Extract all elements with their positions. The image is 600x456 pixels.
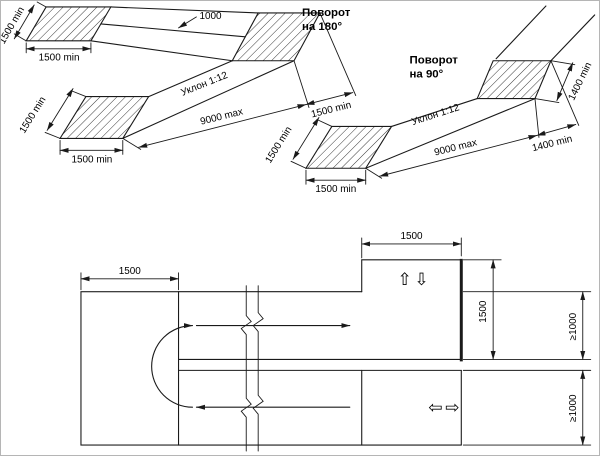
dim-landing-depth: 1500: [462, 259, 592, 360]
dim-label: 1500 min: [39, 53, 80, 64]
slope-label: Уклон 1:12: [410, 102, 461, 128]
break-lines: [240, 285, 264, 452]
u-turn-arrow: [151, 323, 194, 408]
dim-label: 1500: [400, 231, 423, 242]
dim-ramp-length-chain: 9000 max 1500 min: [122, 12, 357, 150]
figure-title-line2: на 180°: [302, 21, 343, 33]
dim-label: 1000: [199, 11, 222, 22]
turn-landing-hatched: [476, 60, 552, 100]
break-line-left: [240, 285, 252, 452]
dim-ramp-length-chain: 9000 max 1400 min: [365, 60, 580, 179]
right-arrow-icon: ⇨: [445, 398, 459, 417]
dim-label: 1500 min: [315, 184, 356, 195]
dim-label-ramp-length: 9000 max: [433, 137, 478, 158]
dim-upper-platform-width: 1500 min: [25, 42, 92, 64]
main-ramp-edges: [122, 60, 295, 139]
second-flight-edges: [90, 6, 259, 62]
figure-title-line1: Поворот: [410, 55, 459, 67]
dim-label-landing-depth: 1400 min: [531, 134, 573, 155]
dim-label: 1500: [119, 266, 142, 277]
plan-walls: [80, 258, 463, 446]
dim-label: ≥1000: [568, 312, 579, 340]
upper-landing-outline: [361, 259, 462, 293]
upper-flight-platform-hatched: [25, 6, 112, 42]
figure-ramp-180-turn: Уклон 1:12 Поворот на 180° 1000 1500 min…: [1, 1, 357, 165]
dim-label-ramp-length: 9000 max: [199, 106, 244, 127]
travel-path-arrows: [151, 323, 351, 410]
dim-label: 1500 min: [71, 154, 112, 165]
dim-lower-platform-width: 1500 min: [305, 169, 367, 195]
left-arrow-icon: ⇦: [428, 398, 442, 417]
dim-label: 1500: [478, 300, 489, 323]
dim-upper-ramp-width: ≥1000: [462, 291, 592, 360]
figure-ramp-90-turn: Уклон 1:12 Поворот на 90° 1400 min 1500 …: [263, 5, 596, 195]
dim-flight-gap-1000: 1000: [178, 11, 222, 29]
break-line-right: [252, 285, 264, 452]
lower-platform-hatched: [304, 125, 393, 169]
down-arrow-icon: ⇩: [414, 270, 428, 289]
dim-lower-ramp-width: ≥1000: [462, 369, 592, 446]
turning-area-outline: [80, 291, 180, 446]
figure-title-line2: на 90°: [410, 69, 444, 81]
up-arrow-icon: ⇧: [397, 270, 411, 289]
slope-label: Уклон 1:12: [180, 70, 230, 99]
dim-landing-width: 1500: [361, 231, 462, 259]
figure-plan-view: ⇧ ⇩ ⇦ ⇨ 1500 1500 1500 ≥1000: [80, 231, 592, 452]
dim-label: ≥1000: [568, 394, 579, 422]
dim-label: 1500 min: [263, 125, 294, 166]
entry-exit-arrows: ⇧ ⇩ ⇦ ⇨: [397, 270, 459, 417]
dim-label-landing-depth: 1500 min: [310, 100, 352, 121]
dim-turn-pad-width: 1500: [80, 266, 179, 291]
dim-label: 1500 min: [1, 5, 27, 46]
figure-title-line1: Поворот: [302, 7, 351, 19]
dim-lower-platform-width: 1500 min: [59, 139, 124, 165]
upper-flight-edges: [495, 5, 596, 62]
dim-label: 1500 min: [18, 95, 49, 136]
